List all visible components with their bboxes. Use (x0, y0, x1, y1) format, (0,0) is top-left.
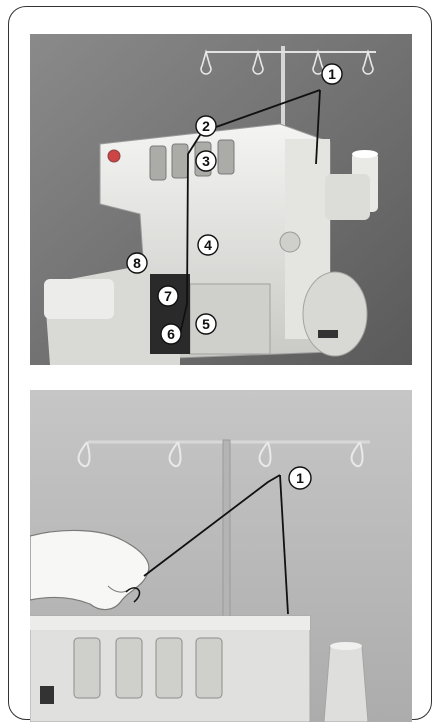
callout-7: 7 (157, 285, 179, 307)
svg-text:2: 2 (202, 118, 210, 134)
svg-text:5: 5 (202, 316, 210, 332)
callout-4: 4 (197, 234, 219, 256)
callout-1: 1 (321, 63, 343, 85)
machine-threading-photo: 1 2 3 4 5 6 7 8 (30, 34, 412, 365)
callout-3: 3 (195, 150, 217, 172)
svg-text:1: 1 (296, 470, 304, 486)
svg-text:6: 6 (167, 326, 175, 342)
callout-6: 6 (160, 323, 182, 345)
thread-stand-photo: 1 (30, 390, 412, 722)
machine-illustration: 1 2 3 4 5 6 7 8 (30, 34, 412, 365)
svg-text:7: 7 (164, 288, 172, 304)
callout-2: 2 (195, 115, 217, 137)
svg-text:3: 3 (202, 153, 210, 169)
thread-stand-illustration: 1 (30, 390, 412, 722)
svg-text:1: 1 (328, 66, 336, 82)
callout-5: 5 (195, 313, 217, 335)
svg-text:8: 8 (133, 255, 141, 271)
svg-text:4: 4 (204, 237, 212, 253)
callout-1: 1 (288, 466, 312, 490)
callout-8: 8 (126, 252, 148, 274)
